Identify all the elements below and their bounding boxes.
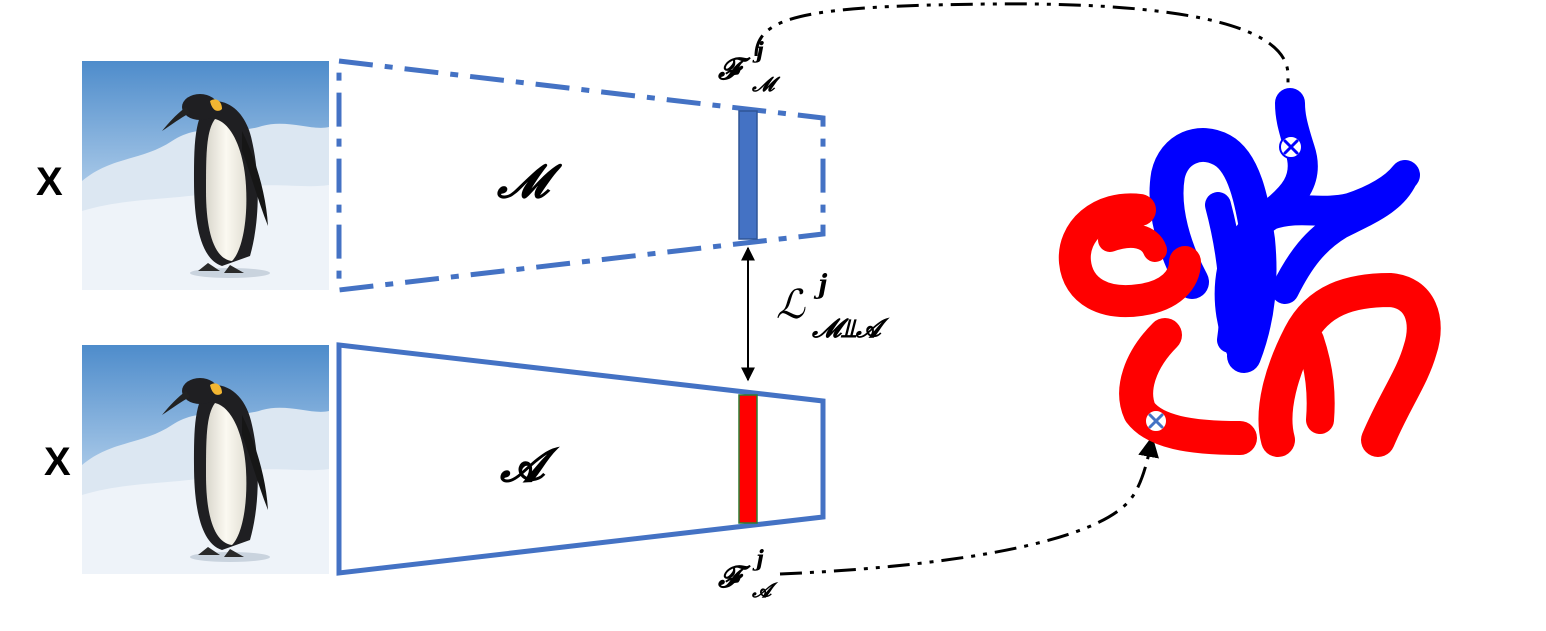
feature-a-sub: 𝓐 (752, 578, 772, 602)
feature-m-symbol: 𝓕 (718, 52, 741, 87)
cross-marker-icon (1279, 135, 1303, 159)
model-m-label: 𝓜 (497, 154, 549, 208)
input-label-top: X (36, 160, 63, 204)
loss-symbol: ℒ (776, 282, 805, 328)
feature-m-sup: j (756, 38, 764, 64)
loss-sup: j (818, 270, 828, 300)
cross-marker-icon (1144, 409, 1168, 433)
penguin-image-top (82, 61, 329, 290)
cluster-blue (1149, 88, 1420, 373)
feature-a-sup: j (756, 546, 764, 572)
feature-m-slice (738, 110, 758, 240)
loss-sub: 𝓜⫫𝓐 (812, 314, 881, 344)
model-a-trapezoid (336, 342, 826, 576)
input-label-bottom: X (44, 440, 71, 484)
cluster-red (1058, 193, 1441, 457)
feature-a-symbol: 𝓕 (718, 560, 741, 595)
penguin-image-bottom (82, 345, 329, 574)
connector-m-curve (754, 2, 1299, 133)
model-a-label: 𝓐 (500, 438, 545, 492)
feature-a-slice (738, 394, 758, 524)
model-m-trapezoid (336, 58, 826, 293)
connector-a-curve (779, 435, 1159, 576)
feature-m-sub: 𝓜 (752, 72, 775, 96)
